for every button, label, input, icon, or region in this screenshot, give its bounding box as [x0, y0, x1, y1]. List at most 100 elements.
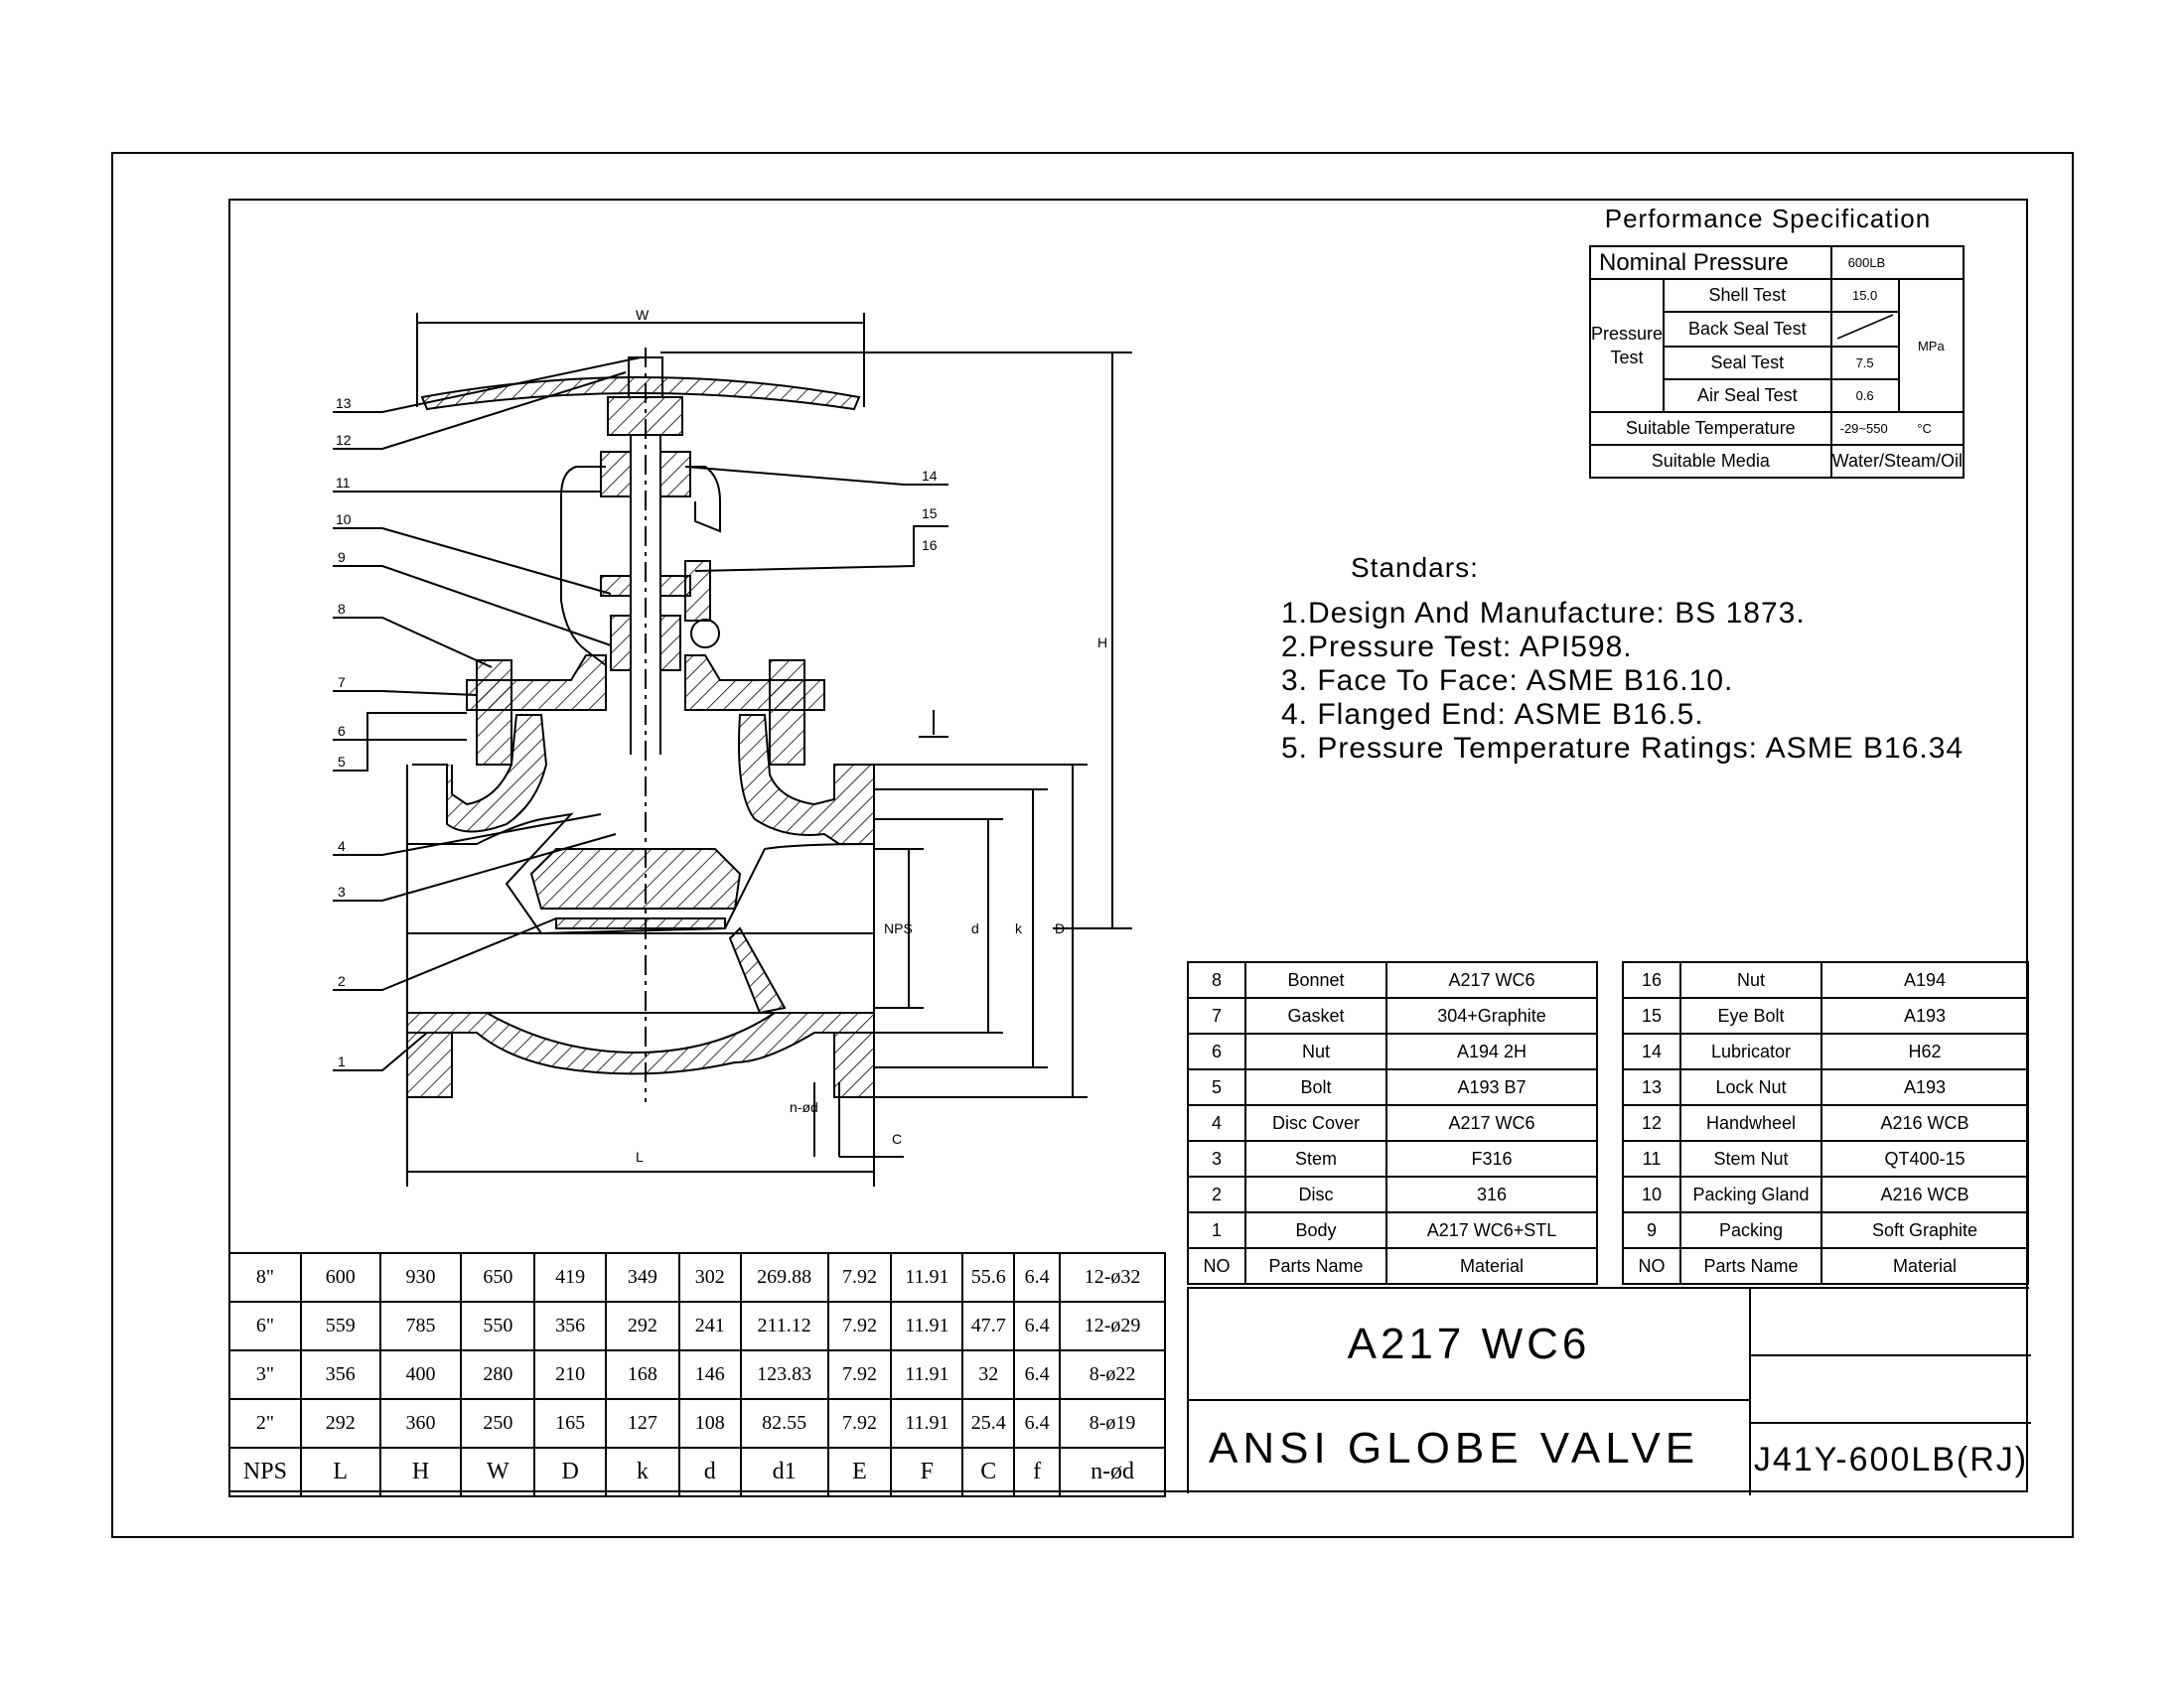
- dimension-cell: 146: [677, 1349, 742, 1400]
- dimension-cell: 559: [299, 1301, 381, 1351]
- nominal-pressure-value: 600LB: [1829, 245, 1966, 280]
- dimension-cell: 7.92: [826, 1252, 893, 1303]
- dimension-cell: 8": [228, 1252, 302, 1303]
- dimension-cell: 292: [605, 1301, 680, 1351]
- dimension-cell: 165: [533, 1398, 608, 1449]
- part-no: 16: [1622, 961, 1681, 999]
- part-material: A193: [1820, 997, 2029, 1035]
- dimension-cell: 25.4: [961, 1398, 1016, 1449]
- callout-7: 7: [338, 674, 346, 690]
- part-no: 11: [1622, 1140, 1681, 1178]
- dimension-cell: 168: [605, 1349, 680, 1400]
- dim-k-label: k: [1015, 920, 1023, 936]
- dimension-cell: 11.91: [890, 1398, 964, 1449]
- dimension-cell: 210: [533, 1349, 608, 1400]
- dimension-cell: 8-ø22: [1059, 1349, 1166, 1400]
- dim-l-label: L: [636, 1149, 644, 1165]
- title-material: A217 WC6: [1189, 1289, 1751, 1401]
- dimension-cell: 127: [605, 1398, 680, 1449]
- callout-2: 2: [338, 973, 346, 989]
- part-name: Lubricator: [1679, 1033, 1822, 1070]
- part-material: A217 WC6+STL: [1385, 1211, 1598, 1249]
- title-block: A217 WC6 ANSI GLOBE VALVE J41Y-600LB(RJ): [1187, 1287, 2031, 1495]
- dimension-cell: 47.7: [961, 1301, 1016, 1351]
- standards-block: Standars: 1.Design And Manufacture: BS 1…: [1281, 551, 1964, 766]
- dimension-cell: 7.92: [826, 1398, 893, 1449]
- part-name: Bonnet: [1244, 961, 1387, 999]
- dimension-cell: 32: [961, 1349, 1016, 1400]
- dimension-cell: 785: [378, 1301, 463, 1351]
- part-material: A216 WCB: [1820, 1176, 2029, 1213]
- callout-11: 11: [336, 475, 351, 491]
- dimension-cell: 6.4: [1013, 1301, 1062, 1351]
- part-name: Stem Nut: [1679, 1140, 1822, 1178]
- part-no: 12: [1622, 1104, 1681, 1142]
- dim-w-label: W: [636, 307, 650, 323]
- seal-test-value: 7.5: [1829, 346, 1900, 380]
- temperature-value: -29~550: [1839, 421, 1888, 436]
- callout-16: 16: [922, 537, 938, 553]
- standard-item: 3. Face To Face: ASME B16.10.: [1281, 664, 1734, 697]
- dimension-cell: 2": [228, 1398, 302, 1449]
- dim-d-small-label: d: [971, 920, 979, 936]
- shell-test-label: Shell Test: [1663, 278, 1832, 313]
- callout-12: 12: [336, 432, 352, 448]
- part-name: Parts Name: [1244, 1247, 1387, 1285]
- part-no: NO: [1622, 1247, 1681, 1285]
- part-no: 8: [1187, 961, 1246, 999]
- dimension-cell: 269.88: [739, 1252, 829, 1303]
- part-name: Handwheel: [1679, 1104, 1822, 1142]
- dimension-cell: 360: [378, 1398, 463, 1449]
- callout-8: 8: [338, 601, 346, 617]
- part-no: 3: [1187, 1140, 1246, 1178]
- part-material: A194 2H: [1385, 1033, 1598, 1070]
- dimension-cell: NPS: [228, 1447, 302, 1497]
- part-material: A194: [1820, 961, 2029, 999]
- part-name: Nut: [1244, 1033, 1387, 1070]
- dim-h-label: H: [1097, 634, 1107, 650]
- part-name: Gasket: [1244, 997, 1387, 1035]
- part-no: 1: [1187, 1211, 1246, 1249]
- dimension-cell: 55.6: [961, 1252, 1016, 1303]
- callout-10: 10: [336, 511, 352, 527]
- callout-4: 4: [338, 838, 346, 854]
- dimension-cell: n-ød: [1059, 1447, 1166, 1497]
- part-material: Soft Graphite: [1820, 1211, 2029, 1249]
- dimension-cell: 3": [228, 1349, 302, 1400]
- back-seal-test-label: Back Seal Test: [1663, 311, 1832, 348]
- title-blank-cell: [1751, 1356, 2031, 1424]
- part-no: 4: [1187, 1104, 1246, 1142]
- part-material: A217 WC6: [1385, 961, 1598, 999]
- dimension-cell: 6.4: [1013, 1398, 1062, 1449]
- dimension-cell: W: [460, 1447, 536, 1497]
- dimension-cell: 123.83: [739, 1349, 829, 1400]
- nominal-pressure-label: Nominal Pressure: [1589, 245, 1832, 280]
- suitable-media-label: Suitable Media: [1589, 444, 1832, 479]
- title-blank-cell: [1751, 1289, 2031, 1356]
- part-no: 15: [1622, 997, 1681, 1035]
- dimension-cell: 211.12: [739, 1301, 829, 1351]
- dimension-cell: 7.92: [826, 1301, 893, 1351]
- part-material: A216 WCB: [1820, 1104, 2029, 1142]
- part-material: A193: [1820, 1068, 2029, 1106]
- dimension-cell: 419: [533, 1252, 608, 1303]
- dim-nps-label: NPS: [884, 920, 913, 936]
- dimension-cell: 930: [378, 1252, 463, 1303]
- callout-9: 9: [338, 549, 346, 565]
